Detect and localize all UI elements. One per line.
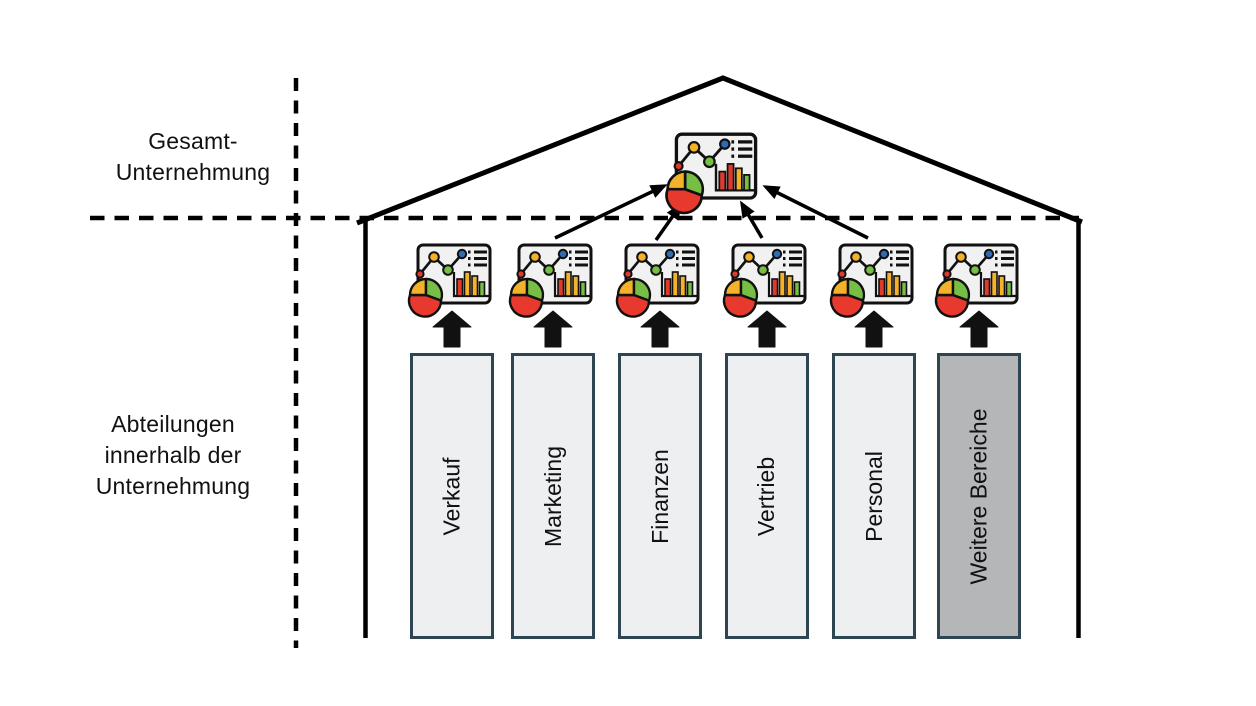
pillar-personal: Personal	[832, 353, 916, 639]
pillar-label: Personal	[860, 450, 887, 542]
dashed-separators	[90, 78, 1079, 648]
label-line: innerhalb der	[104, 442, 242, 468]
label-line: Unternehmung	[115, 159, 271, 185]
company-dashboard-icon	[664, 132, 758, 215]
upward-block-arrows	[432, 310, 999, 348]
house-outline	[356, 75, 1083, 638]
label-line: Gesamt-	[148, 128, 238, 154]
aggregation-arrows	[554, 184, 869, 242]
pillar-finanzen: Finanzen	[618, 353, 702, 639]
dashboard-icon-marketing	[508, 243, 593, 319]
pillar-weitere-bereiche: Weitere Bereiche	[937, 353, 1021, 639]
pillar-verkauf: Verkauf	[410, 353, 494, 639]
gesamt-unternehmung-label: Gesamt- Unternehmung	[93, 126, 293, 188]
label-line: Unternehmung	[95, 473, 251, 499]
pillar-label: Verkauf	[438, 457, 465, 535]
pillar-marketing: Marketing	[511, 353, 595, 639]
pillar-label: Finanzen	[646, 448, 673, 544]
dashboard-icon-finanzen	[615, 243, 700, 319]
dashboard-icon-verkauf	[407, 243, 492, 319]
dashboard-icon-personal	[829, 243, 914, 319]
dashboard-icon-vertrieb	[722, 243, 807, 319]
pillar-label: Vertrieb	[753, 456, 780, 536]
pillar-label: Weitere Bereiche	[965, 408, 992, 584]
dashboard-icon-weitere-bereiche	[934, 243, 1019, 319]
label-line: Abteilungen	[111, 411, 235, 437]
pillar-vertrieb: Vertrieb	[725, 353, 809, 639]
abteilungen-label: Abteilungen innerhalb der Unternehmung	[73, 409, 273, 502]
pillar-label: Marketing	[539, 445, 566, 547]
department-dashboard-icons	[407, 243, 1019, 319]
